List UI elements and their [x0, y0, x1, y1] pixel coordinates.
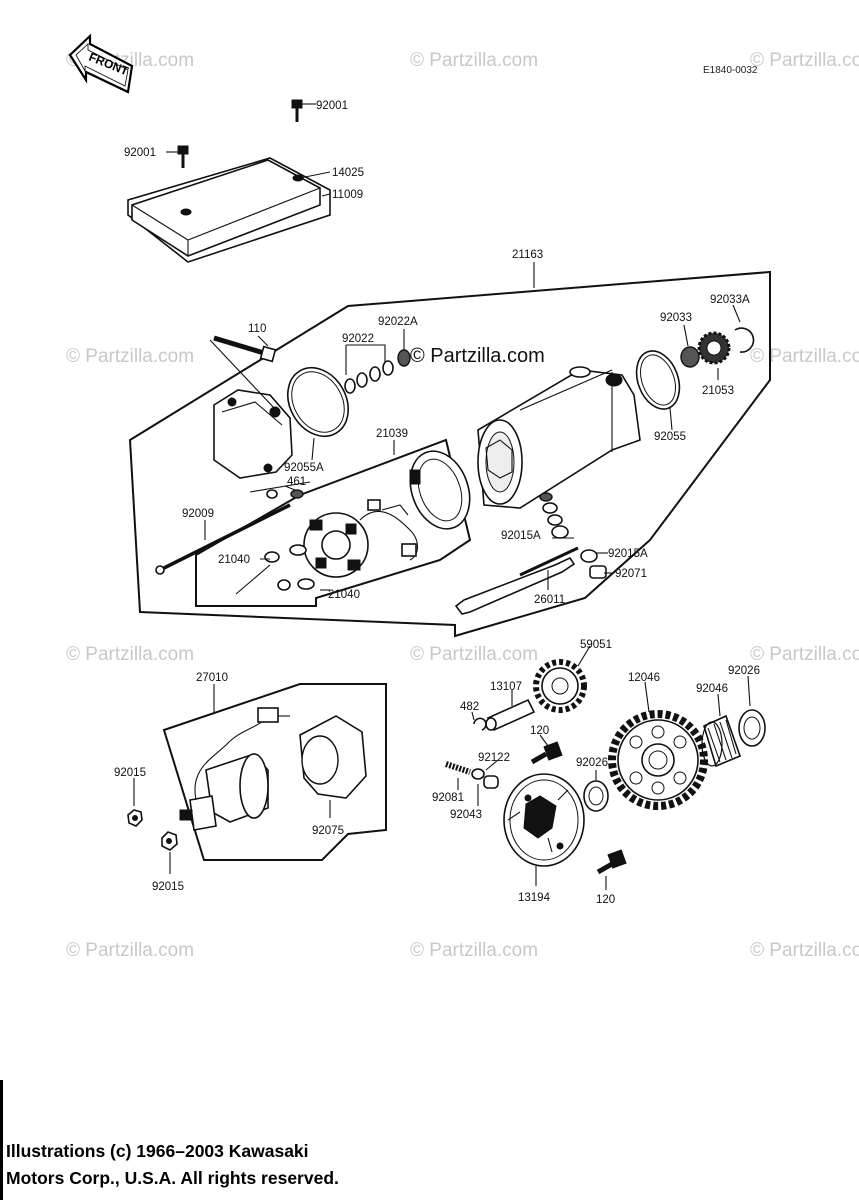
circlip [734, 327, 755, 353]
bolt-hole [292, 174, 304, 182]
nut-icon [127, 809, 143, 827]
part-number[interactable]: 59051 [580, 639, 612, 651]
bolt-icon [596, 849, 627, 875]
needle-bearing-icon [701, 714, 742, 768]
watermark: © Partzilla.com [66, 644, 194, 665]
part-number[interactable]: 12046 [628, 672, 660, 684]
o-ring [287, 367, 349, 437]
watermark: © Partzilla.com [410, 50, 538, 71]
part-number[interactable]: 92046 [696, 683, 728, 695]
part-number[interactable]: 92026 [728, 665, 760, 677]
part-number[interactable]: 92055A [284, 462, 324, 474]
part-number[interactable]: 14025 [332, 167, 364, 179]
assembly-boundary-21039 [195, 438, 472, 607]
motor-end-cover [213, 389, 293, 479]
part-number[interactable]: 27010 [196, 672, 228, 684]
part-number[interactable]: 92009 [182, 508, 214, 520]
nut-icon [161, 831, 178, 851]
watermark: © Partzilla.com [750, 346, 859, 367]
copyright-notice: Illustrations (c) 1966–2003 Kawasaki Mot… [6, 1138, 339, 1192]
diagram-code: E1840-0032 [703, 65, 758, 76]
part-number[interactable]: 21040 [328, 589, 360, 601]
part-number[interactable]: 92071 [615, 568, 647, 580]
part-number[interactable]: 482 [460, 701, 479, 713]
terminal-bolt [519, 546, 579, 577]
brush-spring [264, 544, 315, 591]
watermark: © Partzilla.com [750, 940, 859, 961]
terminal-strap [454, 556, 576, 615]
watermark-center: © Partzilla.com [410, 345, 545, 367]
part-number[interactable]: 92043 [450, 809, 482, 821]
watermarks: © Partzilla.com © Partzilla.com © Partzi… [66, 50, 859, 961]
starter-clutch [503, 773, 585, 867]
copyright-line: Illustrations (c) 1966–2003 Kawasaki [6, 1141, 309, 1161]
part-number[interactable]: 92015 [114, 767, 146, 779]
bolt-icon [291, 99, 303, 122]
part-number[interactable]: 120 [530, 725, 549, 737]
starter-gear-icon [608, 710, 708, 810]
watermark: © Partzilla.com [410, 644, 538, 665]
part-number[interactable]: 92075 [312, 825, 344, 837]
part-number[interactable]: 110 [248, 323, 266, 335]
part-number[interactable]: 92026 [576, 757, 608, 769]
cover-assembly [127, 99, 331, 263]
watermark: © Partzilla.com [66, 940, 194, 961]
brush-plate [303, 512, 369, 578]
part-number[interactable]: 21053 [702, 385, 734, 397]
part-number[interactable]: 13194 [518, 892, 551, 904]
cap [483, 775, 499, 789]
copyright-line: Motors Corp., U.S.A. All rights reserved… [6, 1168, 339, 1188]
bolt-hole [180, 208, 192, 216]
part-number[interactable]: 92015 [152, 881, 184, 893]
watermark: © Partzilla.com [750, 644, 859, 665]
part-number[interactable]: 461 [287, 476, 306, 488]
part-number[interactable]: 92001 [316, 100, 348, 112]
part-number[interactable]: 26011 [534, 594, 565, 606]
part-number[interactable]: 11009 [332, 189, 363, 201]
part-number[interactable]: 13107 [490, 681, 522, 693]
motor-housing [477, 366, 641, 509]
pin-icon [445, 761, 471, 775]
sprocket-icon [533, 659, 587, 713]
washer [680, 346, 700, 368]
o-ring-stack [539, 492, 569, 539]
assembly-boundary-21163 [128, 270, 771, 638]
assembly-boundary-27010 [162, 683, 387, 861]
circlip [473, 717, 487, 731]
pinion-gear-icon [697, 331, 731, 365]
part-number[interactable]: 21039 [376, 428, 408, 440]
left-edge-bar [0, 1080, 3, 1200]
watermark: © Partzilla.com [750, 50, 859, 71]
part-number[interactable]: 92015A [608, 548, 648, 560]
washer-stack [344, 349, 411, 394]
part-number[interactable]: 92022A [378, 316, 418, 328]
part-number[interactable]: 92033A [710, 294, 750, 306]
part-number[interactable]: 92122 [478, 752, 510, 764]
part-number[interactable]: 120 [596, 894, 615, 906]
through-bolt [159, 503, 291, 572]
brush-holder-ring [409, 450, 471, 530]
part-number[interactable]: 92055 [654, 431, 686, 443]
watermark: © Partzilla.com [410, 940, 538, 961]
part-number[interactable]: 92015A [501, 530, 541, 542]
rubber-boot [299, 715, 367, 799]
cover [131, 159, 321, 257]
watermark: © Partzilla.com [66, 346, 194, 367]
brush-leads [359, 499, 419, 561]
bolt-icon [530, 741, 563, 765]
part-number[interactable]: 92033 [660, 312, 692, 324]
starter-motor [179, 707, 290, 831]
part-number[interactable]: 92001 [124, 147, 156, 159]
part-number[interactable]: 21040 [218, 554, 250, 566]
front-arrow-icon: FRONT [68, 33, 134, 94]
bolt-110 [213, 335, 265, 356]
spring [471, 768, 485, 780]
part-number[interactable]: 21163 [512, 249, 543, 261]
bolt-icon [177, 145, 189, 168]
part-number[interactable]: 92022 [342, 333, 374, 345]
o-ring [635, 350, 681, 410]
part-number[interactable]: 92081 [432, 792, 464, 804]
